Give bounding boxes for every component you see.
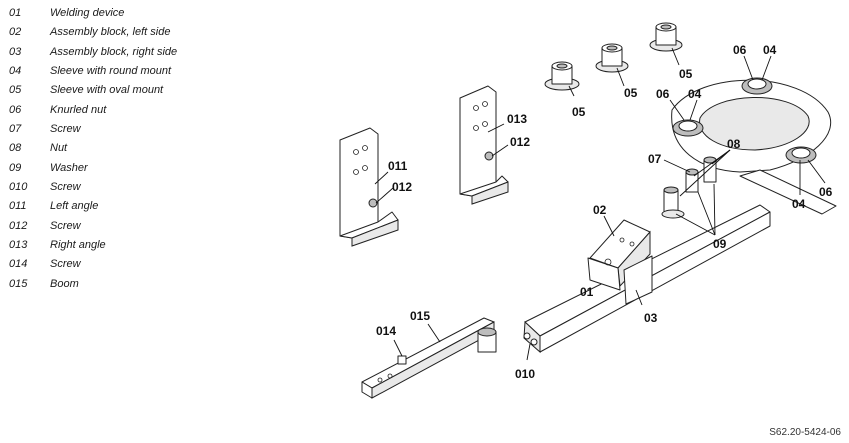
callout-05-b: 05: [624, 86, 638, 100]
callout-09: 09: [713, 237, 727, 251]
callout-02: 02: [593, 203, 607, 217]
end-screws: [523, 332, 538, 346]
callout-08: 08: [727, 137, 741, 151]
sleeve-oval-mount-1: [544, 61, 580, 91]
legend-item-number: 07: [9, 123, 22, 136]
legend-item-label: Boom: [50, 277, 79, 290]
legend-item-label: Sleeve with round mount: [50, 65, 172, 78]
legend-item-label: Washer: [50, 161, 88, 174]
legend-item-label: Screw: [50, 181, 81, 194]
legend-item-label: Assembly block, right side: [50, 45, 178, 58]
sleeve-oval-mount-2: [595, 43, 629, 73]
knurled-nut-left: [672, 119, 704, 137]
boom: [361, 317, 497, 399]
legend-item-number: 012: [9, 219, 28, 232]
legend-item-number: 014: [9, 258, 28, 271]
legend-item-label: Screw: [50, 258, 81, 271]
leader-lines: [374, 47, 826, 361]
legend-item-number: 08: [9, 142, 22, 155]
callout-013: 013: [507, 112, 527, 126]
callout-014: 014: [376, 324, 396, 338]
callout-015: 015: [410, 309, 430, 323]
legend-item-label: Nut: [50, 142, 68, 155]
callout-05-c: 05: [679, 67, 693, 81]
callout-06-left: 06: [656, 87, 670, 101]
screw-set: [661, 156, 717, 219]
legend-item-number: 01: [9, 7, 22, 19]
callout-04-top: 04: [763, 43, 777, 57]
legend-item-number: 04: [9, 65, 22, 78]
legend-item-label: Right angle: [50, 239, 106, 252]
legend-item-label: Sleeve with oval mount: [50, 84, 164, 97]
legend-item-number: 011: [9, 200, 27, 213]
callout-011: 011: [388, 159, 408, 173]
legend-item-label: Screw: [50, 219, 81, 232]
legend-item-number: 09: [9, 161, 22, 174]
legend-item-label: Left angle: [50, 200, 99, 213]
legend-item-label: Welding device: [50, 7, 125, 19]
callout-labels: 05 05 05 06 04 06 04 08 07 06 04 09 02 0…: [376, 43, 833, 381]
callout-07: 07: [648, 152, 662, 166]
legend-item-number: 05: [9, 84, 22, 97]
callout-01: 01: [580, 285, 594, 299]
legend-item-number: 013: [9, 239, 28, 252]
callout-04-left: 04: [688, 87, 702, 101]
legend-item-number: 015: [9, 277, 28, 290]
callout-012-right: 012: [510, 135, 530, 149]
callout-06-right: 06: [819, 185, 833, 199]
legend-item-label: Screw: [50, 123, 81, 136]
legend-item-label: Assembly block, left side: [50, 26, 171, 39]
callout-05-a: 05: [572, 105, 586, 119]
callout-03: 03: [644, 311, 658, 325]
legend-item-label: Knurled nut: [50, 103, 107, 116]
knurled-nut-right: [785, 146, 817, 164]
legend-item-number: 02: [9, 26, 22, 39]
document-id: S62.20-5424-06: [769, 427, 841, 438]
knurled-nut-top: [741, 77, 773, 95]
legend-item-number: 03: [9, 45, 22, 58]
callout-04-right: 04: [792, 197, 806, 211]
callout-010: 010: [515, 367, 535, 381]
callout-012-left: 012: [392, 180, 412, 194]
legend-item-number: 06: [9, 103, 22, 116]
left-angle: [339, 127, 399, 247]
callout-06-top: 06: [733, 43, 747, 57]
assembly-block-right: [623, 255, 653, 305]
legend-item-number: 010: [9, 181, 28, 194]
sleeve-oval-mount-3: [649, 22, 683, 52]
right-angle: [459, 85, 509, 205]
